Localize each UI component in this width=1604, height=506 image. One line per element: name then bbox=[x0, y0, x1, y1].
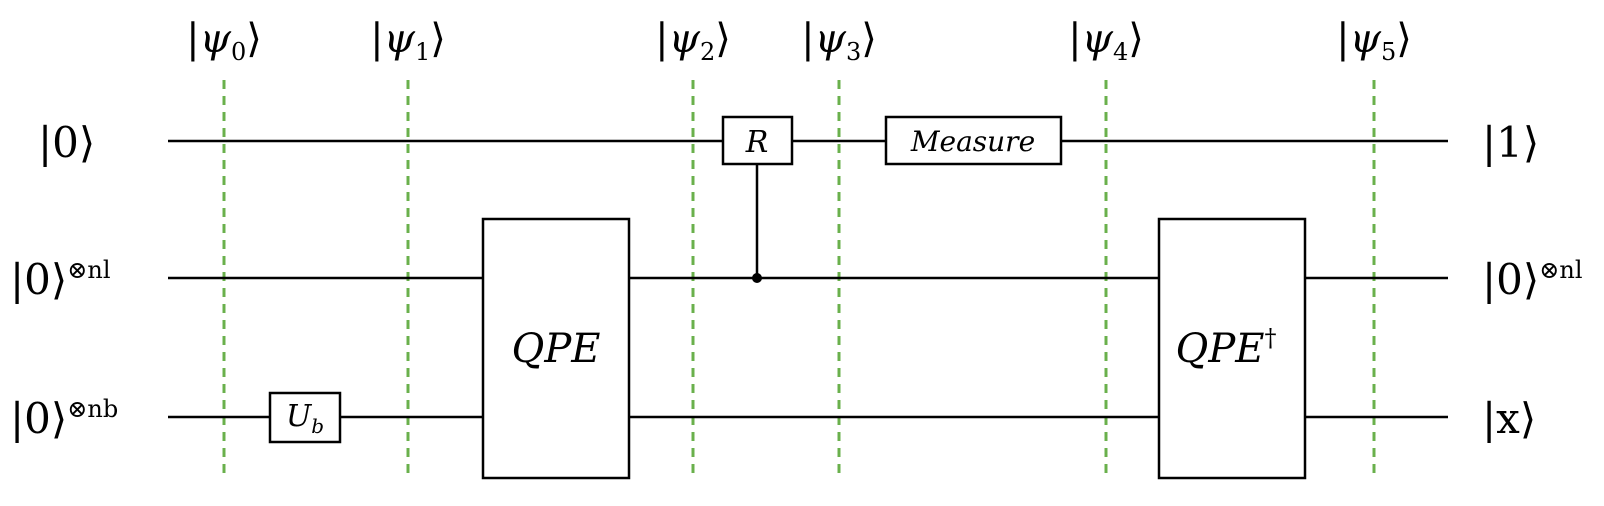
control-dot bbox=[752, 273, 762, 283]
output-label-clock: |0⟩⊗nl bbox=[1482, 255, 1583, 304]
gate-qpe: QPE bbox=[481, 217, 631, 480]
barriers bbox=[222, 80, 1376, 480]
gate-qpe-dagger-label: QPE† bbox=[1176, 324, 1277, 372]
barrier-label-psi0: |ψ0⟩ bbox=[186, 16, 262, 66]
barrier-labels: |ψ0⟩ |ψ1⟩ |ψ2⟩ |ψ3⟩ |ψ4⟩ |ψ5⟩ bbox=[186, 16, 1412, 66]
gate-ub: Ub bbox=[268, 391, 342, 444]
output-label-ancilla: |1⟩ bbox=[1482, 118, 1539, 167]
gate-r: R bbox=[721, 115, 794, 166]
gate-ub-label: Ub bbox=[286, 399, 324, 438]
barrier-label-psi5: |ψ5⟩ bbox=[1336, 16, 1412, 66]
gate-measure-box bbox=[884, 115, 1063, 166]
output-labels: |1⟩ |0⟩⊗nl |x⟩ bbox=[1482, 118, 1583, 443]
barrier-label-psi2: |ψ2⟩ bbox=[655, 16, 731, 66]
gate-r-box bbox=[721, 115, 794, 166]
gate-r-label: R bbox=[745, 125, 769, 160]
gate-qpe-dagger: QPE† bbox=[1157, 217, 1307, 480]
input-label-b-register: |0⟩⊗nb bbox=[10, 394, 118, 443]
output-label-b-register: |x⟩ bbox=[1482, 394, 1536, 443]
gate-qpe-label: QPE bbox=[512, 326, 601, 372]
barrier-label-psi3: |ψ3⟩ bbox=[801, 16, 877, 66]
gate-measure: Measure bbox=[884, 115, 1063, 166]
input-labels: |0⟩ |0⟩⊗nl |0⟩⊗nb bbox=[10, 118, 118, 443]
gate-measure-label: Measure bbox=[910, 125, 1035, 158]
gate-qpe-box bbox=[481, 217, 631, 480]
barrier-label-psi4: |ψ4⟩ bbox=[1068, 16, 1144, 66]
gate-qpe-dagger-box bbox=[1157, 217, 1307, 480]
input-label-ancilla: |0⟩ bbox=[38, 118, 95, 167]
input-label-clock: |0⟩⊗nl bbox=[10, 255, 111, 304]
gate-ub-box bbox=[268, 391, 342, 444]
barrier-label-psi1: |ψ1⟩ bbox=[370, 16, 446, 66]
